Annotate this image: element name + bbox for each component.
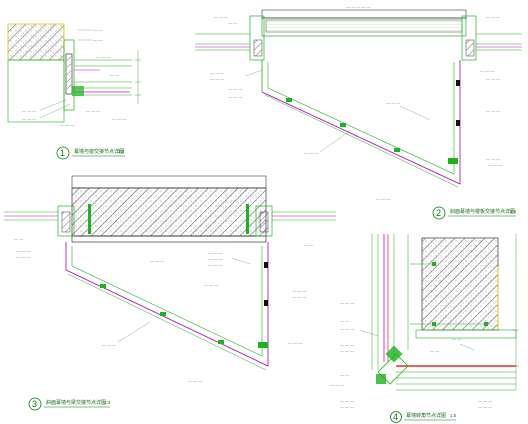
svg-text:— —: — — (93, 37, 102, 42)
detail-2-title: 斜面幕墙与楼板交接节点详图 (450, 208, 515, 215)
svg-text:— — —: — — — (210, 70, 224, 75)
svg-text:— — —: — — — (488, 162, 502, 167)
svg-text:— — —: — — — (480, 68, 494, 73)
svg-text:— — —: — — — (292, 294, 306, 299)
svg-text:— — — — —: — — — — — (346, 4, 370, 9)
svg-text:— — —: — — — (16, 254, 30, 259)
svg-text:— — —: — — — (96, 54, 110, 59)
svg-text:— — —: — — — (340, 342, 354, 347)
detail-1-number: 1 (60, 148, 65, 158)
svg-text:— — —: — — — (22, 108, 36, 113)
svg-text:— — —: — — — (188, 378, 202, 383)
svg-text:— — —: — — — (292, 288, 306, 293)
svg-text:— — —: — — — (340, 398, 354, 403)
svg-text:— — —: — — — (60, 122, 74, 127)
svg-text:— — —: — — — (228, 94, 242, 99)
svg-text:— —: — — (228, 20, 237, 25)
detail-4-scale: 1:5 (450, 413, 457, 418)
svg-text:— — —: — — — (340, 348, 354, 353)
detail-4-number: 4 (393, 412, 398, 422)
svg-text:— — —: — — — (486, 108, 500, 113)
svg-text:— —: — — (110, 72, 119, 77)
svg-text:— — —: — — — (86, 108, 100, 113)
svg-text:— — —: — — — (288, 340, 302, 345)
svg-text:— — —: — — — (22, 116, 36, 121)
svg-text:— — —: — — — (204, 282, 218, 287)
svg-text:— — —: — — — (340, 404, 354, 409)
detail-4-title: 幕墙转角节点详图 (406, 412, 446, 419)
svg-text:— — —: — — — (150, 258, 164, 263)
detail-2-number: 2 (436, 208, 441, 218)
svg-text:— — —: — — — (208, 262, 222, 267)
svg-text:— — —: — — — (376, 196, 390, 201)
detail-4: — — — — — — — — — — — — — — — — — — — — … (330, 234, 519, 423)
svg-text:— — —: — — — (386, 100, 400, 105)
svg-text:— —: — — (304, 242, 313, 247)
svg-text:— — —: — — — (208, 250, 222, 255)
detail-1-title: 幕墙与窗交接节点详图 (74, 148, 124, 155)
svg-text:— — —: — — — (16, 248, 30, 253)
svg-text:— — —: — — — (102, 342, 116, 347)
detail-1-scale: 1:3 (118, 149, 125, 154)
detail-3-title: 斜面幕墙与梁交接节点详图 (46, 399, 106, 406)
svg-text:— — —: — — — (486, 76, 500, 81)
svg-text:— — —: — — — (214, 14, 228, 19)
svg-text:— — —: — — — (340, 326, 354, 331)
detail-3: — — — — — — — — — — — — — — — — — — — — … (4, 175, 336, 411)
svg-text:— — —: — — — (486, 14, 500, 19)
svg-text:— — —: — — — (112, 116, 126, 121)
detail-2-scale: 1:5 (510, 209, 517, 214)
detail-1: — — — — — — — — — — — — — — — — — — — — … (7, 23, 141, 160)
svg-text:— — —: — — — (228, 86, 242, 91)
svg-text:— —: — — (452, 336, 461, 341)
svg-text:— —: — — (93, 27, 102, 32)
svg-text:— — —: — — — (208, 256, 222, 261)
svg-text:— — —: — — — (478, 398, 492, 403)
svg-text:— — —: — — — (330, 382, 344, 387)
svg-text:— — —: — — — (304, 150, 318, 155)
svg-text:— —: — — (430, 348, 439, 353)
detail-2: — — — — — — — — — — — — — — — — — — — — … (195, 4, 522, 220)
svg-text:— — —: — — — (340, 300, 354, 305)
svg-text:— —: — — (14, 236, 23, 241)
detail-3-number: 3 (32, 399, 37, 409)
svg-text:— — —: — — — (478, 404, 492, 409)
svg-text:— —: — — (340, 372, 349, 377)
detail-3-scale: 1:3 (104, 400, 111, 405)
svg-text:— — —: — — — (210, 76, 224, 81)
svg-text:— — —: — — — (486, 156, 500, 161)
svg-text:— —: — — (340, 318, 349, 323)
